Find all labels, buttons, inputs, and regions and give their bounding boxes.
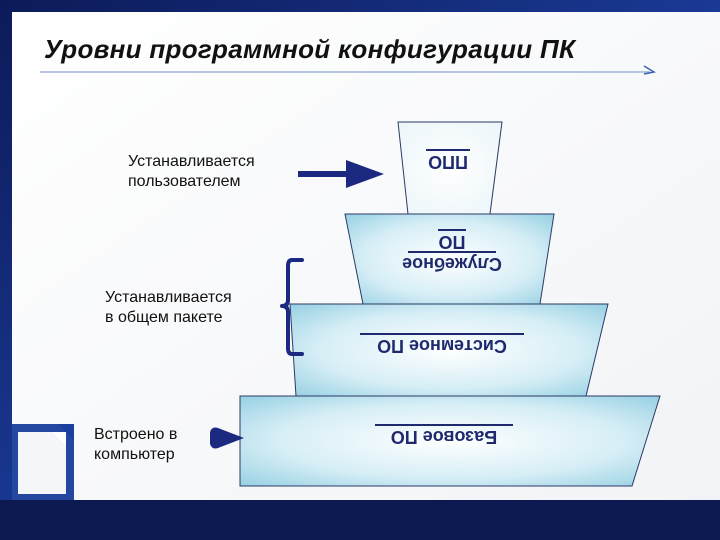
label-user-installed: Устанавливается пользователем xyxy=(128,152,255,192)
arrow-right-icon xyxy=(298,160,384,188)
slide-title: Уровни программной конфигурации ПК xyxy=(44,34,576,64)
label-built-in-line-2: компьютер xyxy=(94,446,175,463)
label-built-in-line-1: Встроено в xyxy=(94,426,178,443)
label-user-installed-line-1: Устанавливается xyxy=(128,153,255,170)
level-base-text: Базовое ПО xyxy=(391,427,497,447)
level-service-text-1: Служебное xyxy=(402,254,502,274)
label-package-installed-line-1: Устанавливается xyxy=(105,289,232,306)
pyramid-level-app xyxy=(397,121,503,215)
label-package-installed: Устанавливается в общем пакете xyxy=(105,288,232,328)
level-system-text: Системное ПО xyxy=(377,336,507,356)
label-package-installed-line-2: в общем пакете xyxy=(105,309,223,326)
brace-icon xyxy=(280,258,304,356)
arrow-small-right-icon xyxy=(210,427,244,449)
label-built-in: Встроено в компьютер xyxy=(94,425,177,465)
level-service-text-2: ПО xyxy=(439,232,466,252)
level-app-text: ППО xyxy=(428,152,468,172)
label-user-installed-line-2: пользователем xyxy=(128,173,241,190)
